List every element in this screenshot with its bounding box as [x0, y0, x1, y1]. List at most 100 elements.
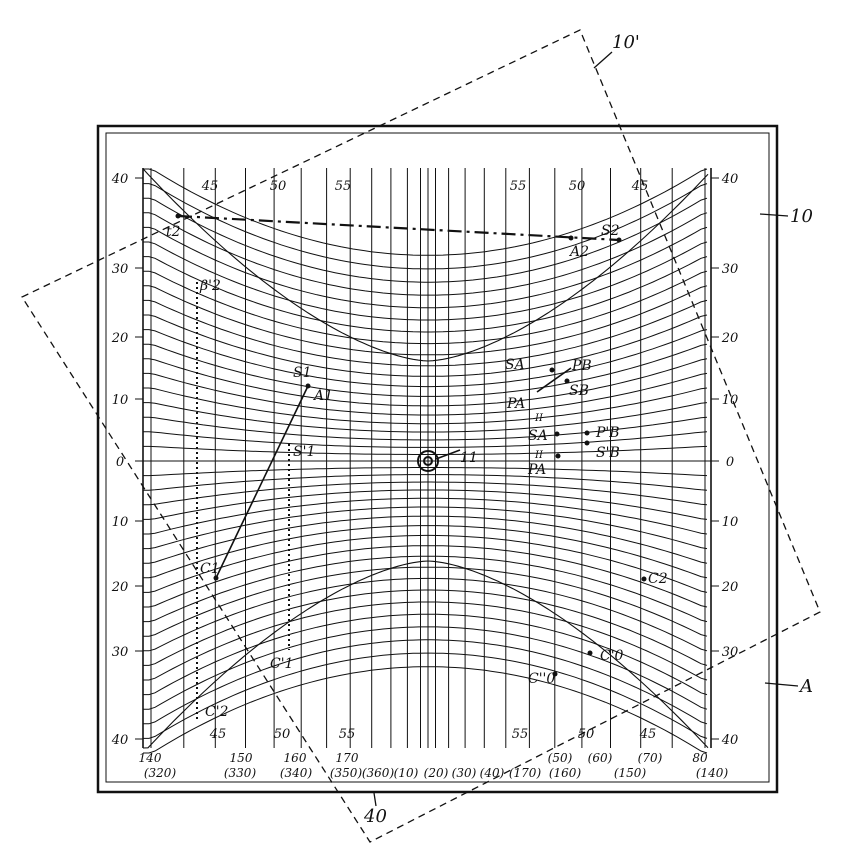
bottom-sub-scale-label: (340) — [280, 766, 313, 780]
parallel-curve — [143, 445, 708, 455]
parallel-curve — [143, 168, 708, 256]
right-scale-label: 0 — [726, 455, 734, 470]
parallel-curve — [143, 474, 708, 491]
parallel-curve — [143, 497, 708, 535]
bottom-sub-scale-label: (350) — [330, 766, 363, 780]
left-scale-label: 40 — [111, 733, 129, 748]
parallel-curve — [143, 601, 708, 681]
bottom-scale-label: 150 — [230, 751, 253, 765]
parallel-curve — [143, 481, 708, 506]
parallel-curve — [143, 329, 708, 388]
bottom-sub-scale-label: (330) — [224, 766, 257, 780]
point-sb2 — [584, 440, 590, 446]
bottom-sub-scale-label: (360) — [362, 766, 395, 780]
rotated-overlay-outline — [21, 29, 821, 843]
parallel-curve — [143, 270, 708, 345]
point-c0pp — [552, 671, 558, 677]
curve-label-bottom: 50 — [578, 727, 595, 742]
label-cc: C2 — [648, 571, 668, 587]
curve-label-bottom: 45 — [639, 727, 657, 742]
parallel-curve — [143, 566, 708, 637]
parallel-curve — [143, 314, 708, 377]
parallel-curve — [143, 212, 708, 296]
line-t2-s2 — [177, 214, 620, 242]
parallel-curve — [143, 652, 708, 739]
label-sb2: S'B — [596, 445, 620, 461]
curve-label-top: 55 — [510, 179, 527, 194]
parallel-curve — [143, 197, 708, 283]
parallel-curve — [143, 299, 708, 367]
bottom-sub-scale-label: (30) — [452, 766, 477, 780]
parallel-curve — [143, 626, 708, 710]
label-sa2: SA — [528, 428, 548, 444]
bottom-sub-scale-label: (160) — [549, 766, 582, 780]
parallel-curve — [143, 183, 708, 270]
right-scale-label: 10 — [722, 515, 739, 530]
curve-label-bottom: 55 — [512, 727, 529, 742]
ref-overlay: 10' — [612, 32, 640, 53]
parallel-curve — [143, 489, 708, 520]
curve-label-top: 50 — [569, 179, 586, 194]
bottom-sub-scale-label: (170) — [509, 766, 542, 780]
leader-sheet — [764, 682, 799, 687]
altitude-curve — [142, 560, 709, 749]
right-scale-label: 40 — [721, 172, 739, 187]
bottom-scale-label: 170 — [336, 751, 359, 765]
point-s2 — [616, 237, 622, 243]
leader-overlay — [593, 51, 613, 69]
left-scale-label: 0 — [116, 455, 124, 470]
label-pb2: P'B — [595, 425, 620, 441]
parallel-curve — [143, 416, 708, 441]
parallel-curve — [143, 639, 708, 725]
curve-label-top: 45 — [201, 179, 219, 194]
label-s1: S1 — [293, 365, 312, 381]
right-scale-label: 20 — [721, 331, 739, 346]
left-scale-label: 10 — [112, 515, 129, 530]
bottom-scale-label: (60) — [588, 751, 613, 765]
bottom-sub-scale-label: (140) — [696, 766, 729, 780]
bottom-scale-label: (50) — [548, 751, 573, 765]
altitude-curve — [142, 168, 709, 362]
bottom-sub-scale-label: (320) — [144, 766, 177, 780]
parallel-curve — [143, 402, 708, 433]
center-ref-label: 11 — [460, 450, 478, 466]
label-c0pp: C''0 — [528, 671, 555, 687]
label-c1p: C'1 — [270, 656, 293, 672]
label-pb: PB — [571, 358, 592, 374]
curve-label-top: 50 — [270, 179, 287, 194]
point-a1 — [305, 383, 311, 389]
ref-base: 40 — [363, 806, 387, 827]
point-pb2 — [584, 430, 590, 436]
line-c1-a1 — [215, 385, 309, 579]
point-a2 — [568, 235, 574, 241]
left-scale-label: 30 — [112, 262, 129, 277]
parallel-curve — [143, 555, 708, 623]
point-sa2 — [554, 431, 560, 437]
bottom-sub-scale-label: (150) — [614, 766, 647, 780]
center-marker — [417, 449, 461, 472]
point-t2 — [175, 213, 181, 219]
bottom-sub-scale-label: (40) — [480, 766, 505, 780]
curve-label-bottom: 55 — [339, 727, 356, 742]
left-scale-label: 40 — [111, 172, 129, 187]
point-c1 — [213, 575, 219, 581]
parallel-curve — [143, 372, 708, 416]
label-t2: t2 — [166, 224, 181, 240]
label-c2p: C'2 — [205, 704, 229, 720]
point-c0 — [587, 650, 593, 656]
label-s1p: S'1 — [293, 444, 315, 460]
parallel-curve — [143, 613, 708, 696]
point-sa — [549, 367, 555, 373]
bottom-sub-scale-label: (20) — [424, 766, 449, 780]
parallel-curve — [143, 285, 708, 356]
ref-sheet: A — [798, 676, 813, 697]
curve-label-top: 55 — [335, 179, 352, 194]
parallel-curve — [143, 241, 708, 321]
parallel-curve — [143, 256, 708, 333]
bottom-scale-label: 80 — [692, 751, 708, 765]
line-pa-pb — [536, 367, 572, 393]
leader-frame — [759, 213, 789, 217]
parallel-curve — [143, 226, 708, 309]
